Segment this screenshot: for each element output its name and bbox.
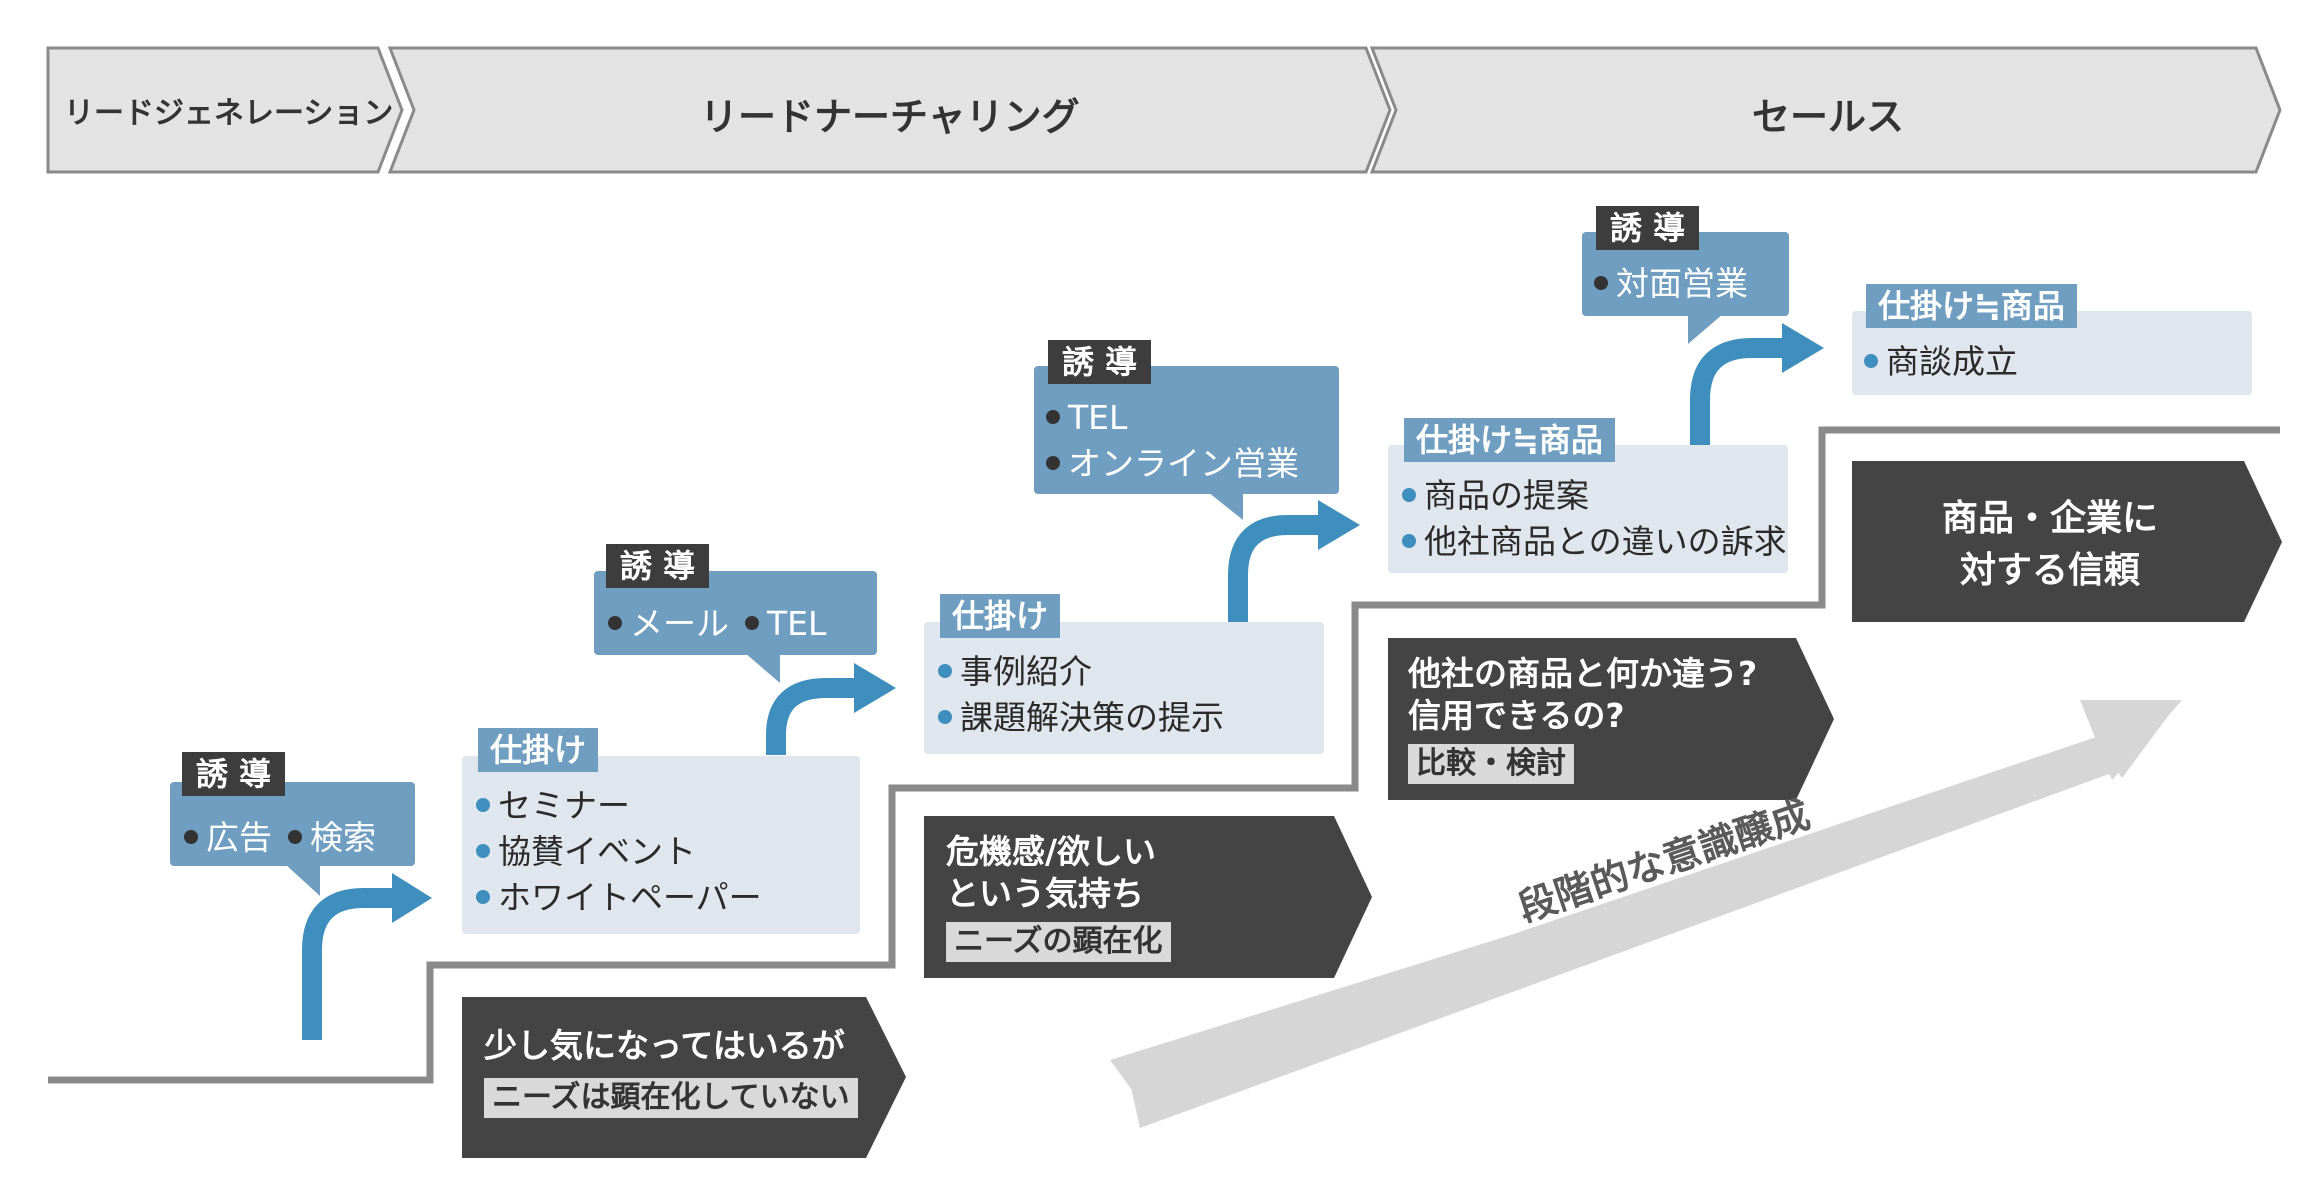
stage-label-lead-nurturing: リードナーチャリング xyxy=(700,95,1080,139)
progress-arrow-head xyxy=(2080,700,2182,780)
guide-box-2 xyxy=(594,571,877,683)
stage-label-lead-generation: リードジェネレーション xyxy=(64,96,394,131)
step-arrow-3 xyxy=(1228,500,1360,622)
shikake-item-deal-closed: 商談成立 xyxy=(1864,340,2018,384)
guide-box-1 xyxy=(170,782,415,896)
mindset-1-sub: ニーズは顕在化していない xyxy=(484,1078,858,1118)
guide-box-4 xyxy=(1582,232,1789,344)
stage-chevron-sales xyxy=(1369,46,2282,174)
step-arrow-4 xyxy=(1690,323,1824,445)
guide-tag-3: 誘 導 xyxy=(1048,340,1152,384)
shikake-box-4 xyxy=(1852,311,2252,395)
guide-item-tel-3: TEL xyxy=(1046,396,1127,440)
stage-chevron-lead-generation xyxy=(46,46,404,174)
shikake-item-whitepaper: ホワイトペーパー xyxy=(476,876,762,920)
shikake-box-3 xyxy=(1388,445,1788,573)
mindset-1-line-1: 少し気になってはいるが xyxy=(484,1026,845,1065)
guide-item-online-sales: オンライン営業 xyxy=(1046,442,1299,486)
guide-item-face-to-face: 対面営業 xyxy=(1594,262,1748,306)
shikake-item-sponsored-event: 協賛イベント xyxy=(476,830,696,874)
progress-arrow-body xyxy=(1126,733,2120,1128)
stage-label-sales: セールス xyxy=(1752,95,1905,139)
guide-tag-2: 誘 導 xyxy=(606,544,710,588)
mindset-3-sub: 比較・検討 xyxy=(1408,744,1574,784)
shikake-tag-3: 仕掛け≒商品 xyxy=(1404,418,1615,462)
shikake-tag-2: 仕掛け xyxy=(940,594,1061,638)
guide-tag-4: 誘 導 xyxy=(1596,206,1700,250)
mindset-3-line-2: 信用できるの? xyxy=(1408,696,1625,735)
shikake-item-solution: 課題解決策の提示 xyxy=(938,696,1224,740)
staircase-line xyxy=(48,426,2280,1084)
shikake-box-2 xyxy=(924,622,1324,754)
shikake-item-case-study: 事例紹介 xyxy=(938,650,1092,694)
shikake-item-differentiation: 他社商品との違いの訴求 xyxy=(1402,520,1787,564)
shikake-tag-1: 仕掛け xyxy=(478,728,599,772)
guide-tag-1: 誘 導 xyxy=(182,752,286,796)
mindset-4-line-2: 対する信頼 xyxy=(1959,550,2140,591)
mindset-chevron-4 xyxy=(1852,461,2282,622)
guide-items-1: 広告検索 xyxy=(184,816,392,860)
guide-items-2: メール TEL xyxy=(608,602,842,646)
stage-chevron-lead-nurturing xyxy=(387,46,1392,174)
guide-item-ad: 広告 xyxy=(184,816,272,860)
shikake-item-product-proposal: 商品の提案 xyxy=(1402,474,1589,518)
step-arrow-2 xyxy=(766,663,896,755)
shikake-tag-4: 仕掛け≒商品 xyxy=(1866,284,2077,328)
mindset-2-line-1: 危機感/欲しい xyxy=(946,832,1157,871)
mindset-2-line-2: という気持ち xyxy=(946,874,1144,913)
mindset-4-line-1: 商品・企業に xyxy=(1941,498,2158,539)
mindset-2-sub: ニーズの顕在化 xyxy=(946,922,1171,962)
guide-item-tel: TEL xyxy=(745,602,826,646)
step-arrow-1 xyxy=(302,873,432,1040)
mindset-3-line-1: 他社の商品と何か違う? xyxy=(1408,654,1758,693)
guide-item-mail: メール xyxy=(608,602,729,646)
shikake-box-1 xyxy=(462,756,860,934)
guide-box-3 xyxy=(1034,366,1339,520)
shikake-item-seminar: セミナー xyxy=(476,784,630,828)
guide-item-search: 検索 xyxy=(288,816,376,860)
